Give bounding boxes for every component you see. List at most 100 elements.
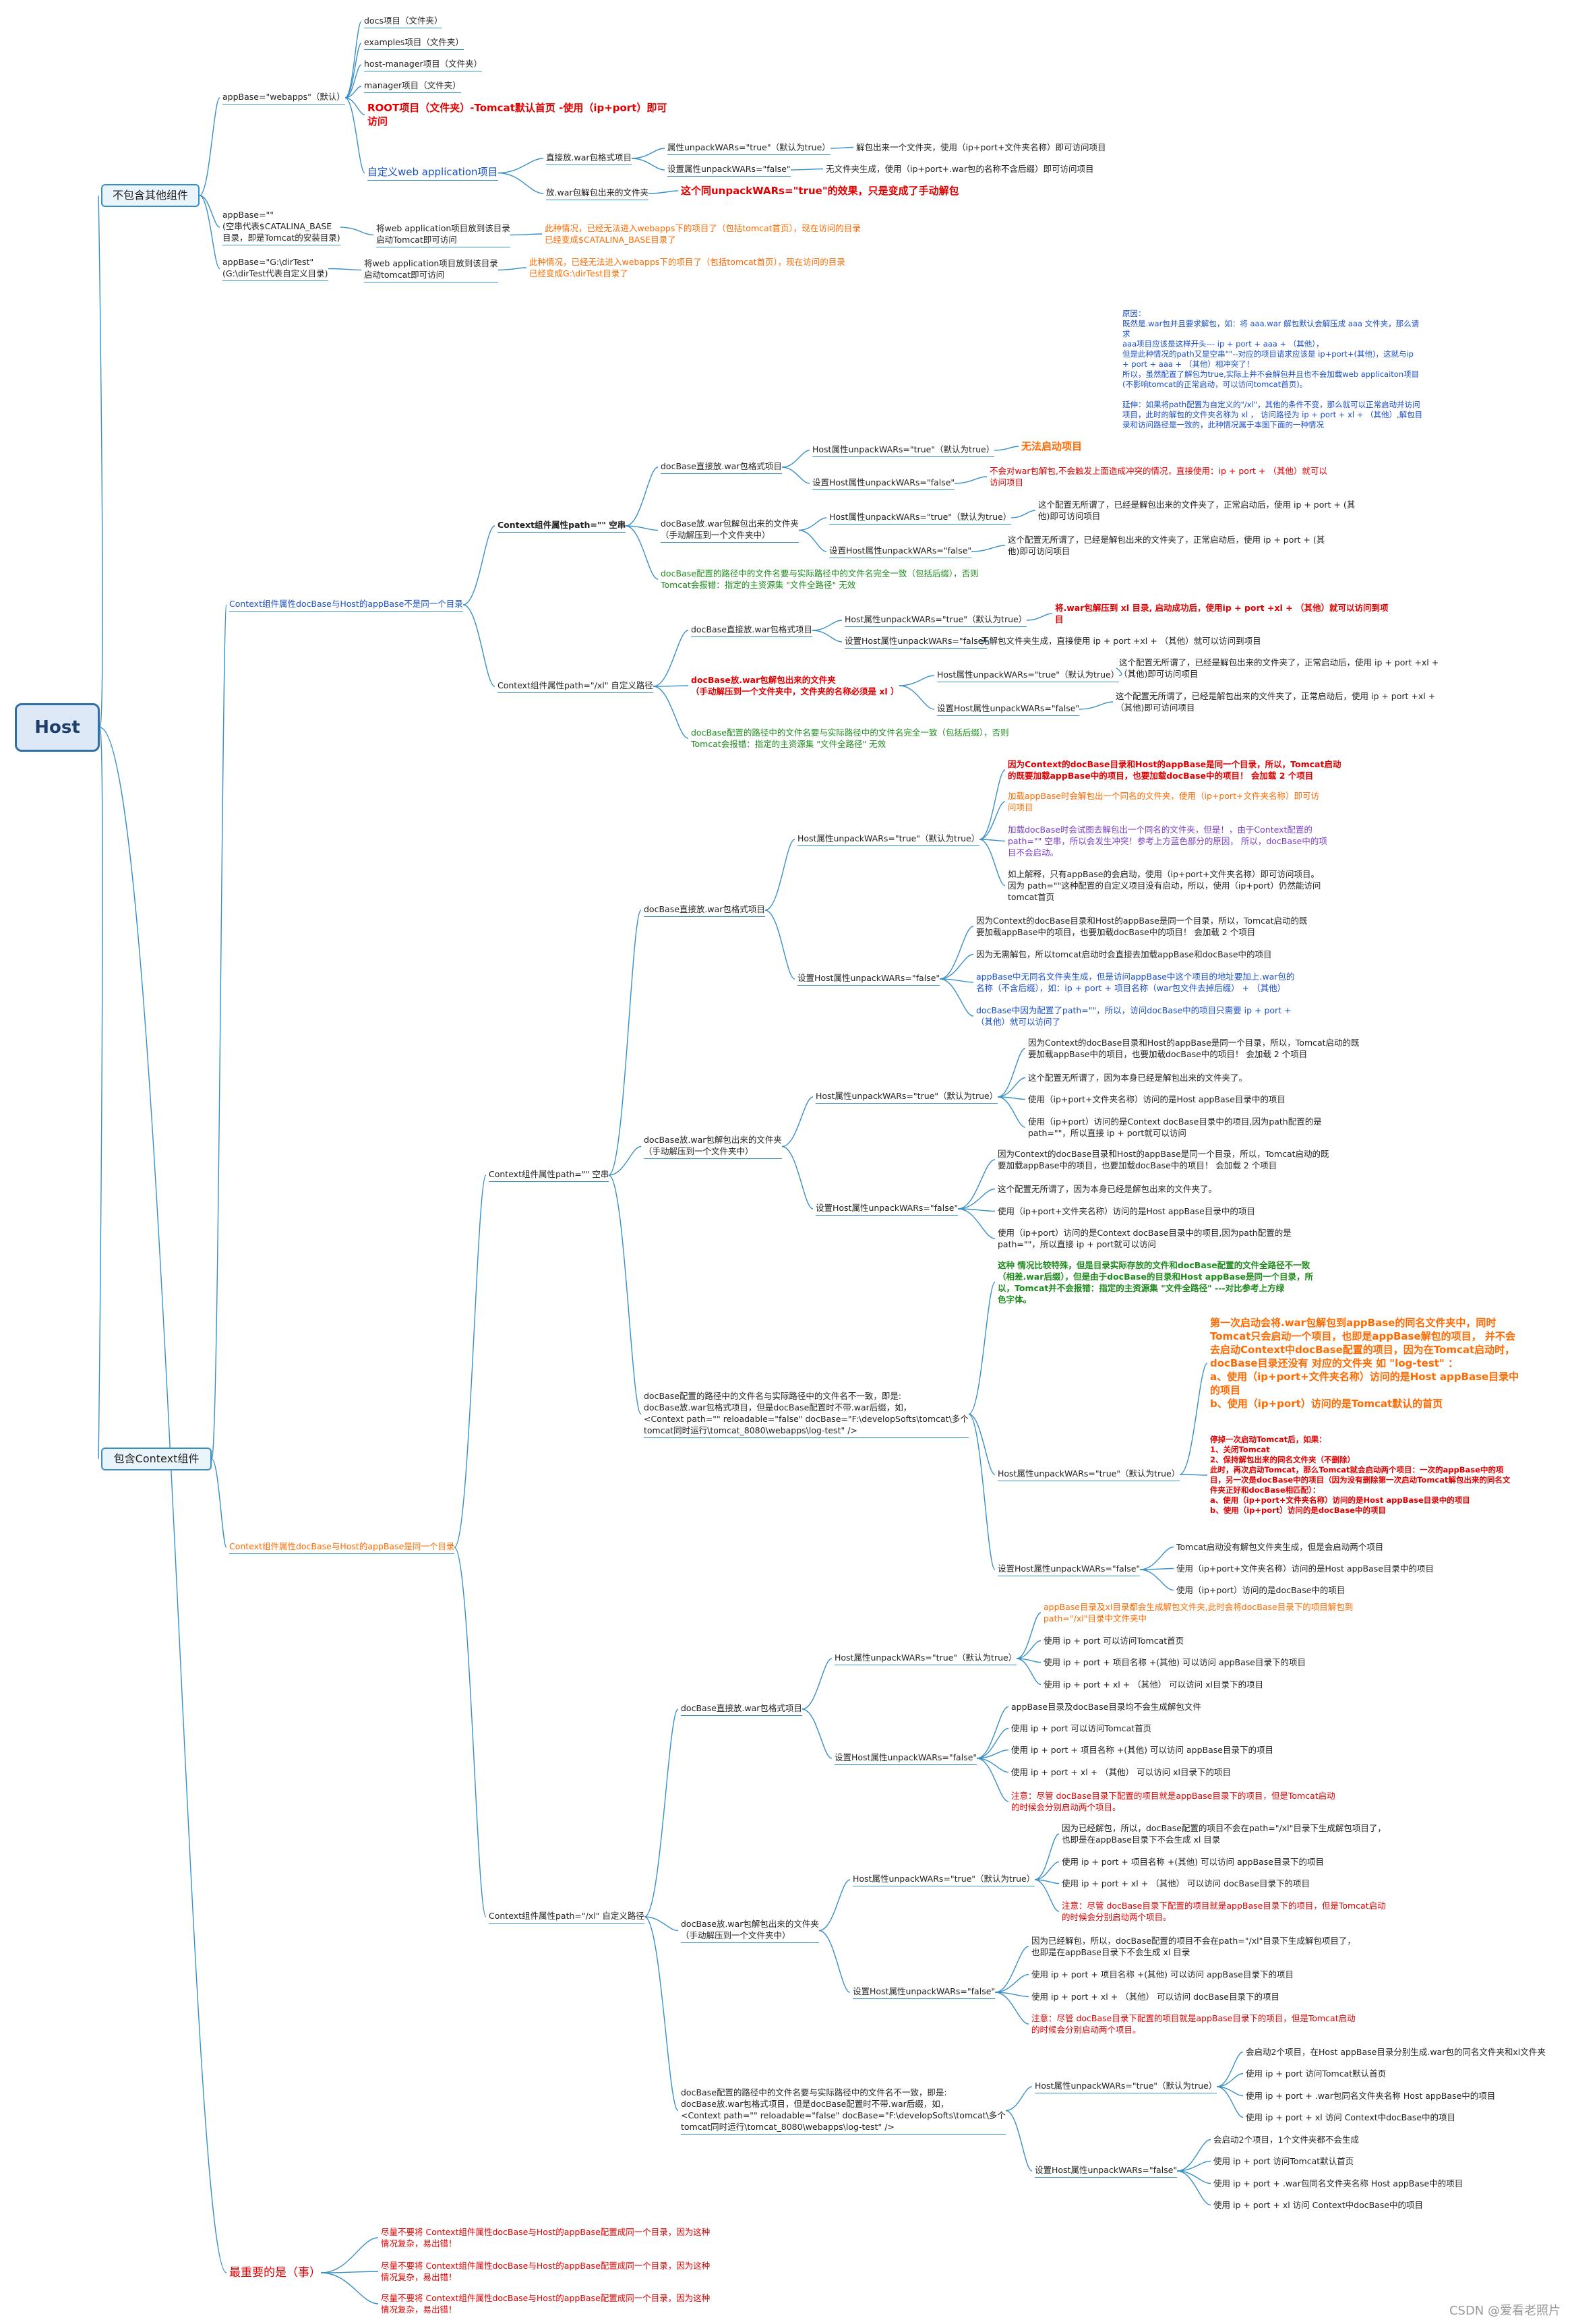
connector-s2-true-n4 [997, 1096, 1026, 1128]
connector-s2-true-n1 [997, 1048, 1026, 1098]
connector-x3-false-n3 [1176, 2170, 1211, 2184]
d1-docbase-war[interactable]: docBase直接放.war包格式项目 [661, 460, 782, 474]
connector-x3-false-n1 [1176, 2139, 1211, 2172]
d1-false-result: 不会对war包解包,不会触发上面造成冲突的情况，直接使用：ip + port +… [990, 466, 1327, 487]
s2-true-n3: 使用（ip+port+文件夹名称）访问的是Host appBase目录中的项目 [1028, 1094, 1286, 1104]
x1-true-n4: 使用 ip + port + xl + （其他） 可以访问 xl目录下的项目 [1044, 1679, 1263, 1690]
path-xl-diff[interactable]: Context组件属性path="/xl" 自定义路径 [497, 680, 653, 693]
s3-false[interactable]: 设置Host属性unpackWARs="false" [998, 1563, 1141, 1576]
connector-custom-webapp [344, 97, 365, 174]
appbase-g[interactable]: appBase="G:\dirTest" (G:\dirTest代表自定义目录) [222, 256, 328, 281]
d1-dir-true[interactable]: Host属性unpackWARs="true"（默认为true） [829, 511, 1012, 525]
s2-dir[interactable]: docBase放.war包解包出来的文件夹 （手动解压到一个文件夹中） [644, 1134, 782, 1159]
appbase-empty-put: 将web application项目放到该目录 启动Tomcat即可访问 [376, 222, 510, 247]
connector-d2-true [812, 620, 843, 631]
x2-false-n2: 使用 ip + port + 项目名称 +(其他) 可以访问 appBase目录… [1031, 1969, 1294, 1979]
x2-dir[interactable]: docBase放.war包解包出来的文件夹 （手动解压到一个文件夹中） [681, 1918, 819, 1943]
s2-true[interactable]: Host属性unpackWARs="true"（默认为true） [816, 1090, 998, 1104]
d1-true[interactable]: Host属性unpackWARs="true"（默认为true） [812, 444, 995, 457]
same-dir[interactable]: Context组件属性docBase与Host的appBase是同一个目录 [229, 1541, 455, 1554]
connector-important-item-2 [320, 2271, 379, 2273]
connector-unpack-true-desc [830, 146, 854, 149]
branch-with-context[interactable]: 包含Context组件 [101, 1448, 212, 1470]
root-node-host[interactable]: Host [15, 703, 100, 752]
connector-x3-false-n2 [1176, 2160, 1211, 2172]
x3-true-n1: 会启动2个项目，在Host appBase目录分别生成.war包的同名文件夹和x… [1246, 2047, 1546, 2057]
x1-true[interactable]: Host属性unpackWARs="true"（默认为true） [835, 1652, 1017, 1665]
connector-d1-docbase-war [625, 467, 659, 527]
connector-x2-false-n4 [994, 1992, 1029, 2025]
x1-war[interactable]: docBase直接放.war包格式项目 [681, 1702, 802, 1716]
d2-dir-true-r: 这个配置无所谓了，已经是解包出来的文件夹了，正常启动后，使用 ip + port… [1119, 657, 1439, 679]
x3-true[interactable]: Host属性unpackWARs="true"（默认为true） [1035, 2080, 1217, 2093]
d1-false[interactable]: 设置Host属性unpackWARs="false" [812, 477, 955, 490]
d1-true-result: 无法启动项目 [1021, 440, 1083, 452]
connector-x3-true-n2 [1216, 2073, 1244, 2087]
x2-false[interactable]: 设置Host属性unpackWARs="false" [853, 1986, 996, 1999]
put-unpacked[interactable]: 放.war包解包出来的文件夹 [546, 187, 648, 200]
connector-s1-true-n4 [979, 839, 1006, 887]
appbase-empty[interactable]: appBase="" (空串代表$CATALINA_BASE 目录，即是Tomc… [222, 209, 340, 245]
path-xl-same[interactable]: Context组件属性path="/xl" 自定义路径 [489, 1910, 644, 1924]
unpack-false[interactable]: 设置属性unpackWARs="false" [667, 163, 791, 177]
unpack-false-desc: 无文件夹生成，使用（ip+port+.war包的名称不含后缀）即可访问项目 [826, 164, 1094, 174]
d2-false-r: 无解包文件夹生成，直接使用 ip + port +xl + （其他）就可以访问到… [981, 636, 1261, 646]
x2-false-n1: 因为已经解包，所以，docBase配置的项目不会在path="/xl"目录下生成… [1031, 1936, 1356, 1957]
connector-x1-false-n3 [976, 1749, 1009, 1759]
connector-d1-note [625, 525, 659, 580]
direct-war[interactable]: 直接放.war包格式项目 [546, 152, 632, 165]
path-empty-same[interactable]: Context组件属性path="" 空串 [489, 1168, 609, 1182]
branch-no-context[interactable]: 不包含其他组件 [101, 184, 200, 207]
connector-d2-dir-false-r [1079, 701, 1114, 710]
x1-false-n1: appBase目录及docBase目录均不会生成解包文件 [1011, 1702, 1201, 1712]
connector-appbase-g [199, 195, 220, 270]
connector-branch-no-context [98, 195, 103, 728]
d2-docbase-war[interactable]: docBase直接放.war包格式项目 [691, 624, 812, 637]
custom-webapp[interactable]: 自定义web application项目 [367, 165, 498, 181]
d2-dir-false[interactable]: 设置Host属性unpackWARs="false" [937, 703, 1080, 716]
connector-x3-false [1005, 2110, 1033, 2172]
s1-false[interactable]: 设置Host属性unpackWARs="false" [797, 972, 940, 986]
s3-diffname[interactable]: docBase配置的路径中的文件名与实际路径中的文件名不一致，即是: docBa… [644, 1390, 969, 1438]
d2-docbase-dir[interactable]: docBase放.war包解包出来的文件夹 （手动解压到一个文件夹中，文件夹的名… [691, 675, 899, 696]
branch-important[interactable]: 最重要的是（事） [229, 2266, 321, 2280]
connector-x2-false [818, 1930, 851, 1993]
connector-x1-war [644, 1708, 679, 1917]
connector-s2-dir [608, 1145, 642, 1176]
d2-false[interactable]: 设置Host属性unpackWARs="false" [845, 635, 988, 649]
x1-false[interactable]: 设置Host属性unpackWARs="false" [835, 1752, 977, 1765]
connector-s1-false-n2 [939, 953, 974, 980]
connector-x2-true-n4 [1034, 1879, 1060, 1912]
d1-docbase-dir[interactable]: docBase放.war包解包出来的文件夹 （手动解压到一个文件夹中） [661, 518, 799, 543]
s1-war[interactable]: docBase直接放.war包格式项目 [644, 903, 765, 917]
appbase-webapps[interactable]: appBase="webapps"（默认） [222, 91, 345, 105]
s3-true[interactable]: Host属性unpackWARs="true"（默认为true） [998, 1468, 1180, 1481]
s1-true[interactable]: Host属性unpackWARs="true"（默认为true） [797, 833, 980, 846]
x1-true-n3: 使用 ip + port + 项目名称 +(其他) 可以访问 appBase目录… [1044, 1657, 1306, 1667]
connector-x3-true [1005, 2086, 1033, 2112]
d2-true[interactable]: Host属性unpackWARs="true"（默认为true） [845, 614, 1027, 627]
connector-d2-dir-true [899, 675, 935, 686]
d1-dir-false[interactable]: 设置Host属性unpackWARs="false" [829, 545, 972, 558]
important-item-1: 尽量不要将 Context组件属性docBase与Host的appBase配置成… [381, 2227, 711, 2248]
connector-d1-true-result [994, 446, 1019, 451]
examples-item: examples项目（文件夹） [364, 36, 464, 50]
connector-s1-war [608, 910, 642, 1176]
x3-false[interactable]: 设置Host属性unpackWARs="false" [1035, 2164, 1178, 2178]
x2-true[interactable]: Host属性unpackWARs="true"（默认为true） [853, 1873, 1035, 1886]
path-empty-diff[interactable]: Context组件属性path="" 空串 [497, 519, 626, 533]
s1-false-n4: docBase中因为配置了path=""，所以，访问docBase中的项目只需要… [976, 1005, 1292, 1027]
unpack-true[interactable]: 属性unpackWARs="true"（默认为true） [667, 142, 831, 155]
x3-diffname[interactable]: docBase配置的路径中的文件名要与实际路径中的文件名不一致，即是: docB… [681, 2087, 1006, 2135]
s2-false-n4: 使用（ip+port）访问的是Context docBase目录中的项目,因为p… [998, 1228, 1292, 1249]
s2-false[interactable]: 设置Host属性unpackWARs="false" [816, 1202, 959, 1216]
reason-note: 原因： 既然是.war包并且要求解包，如：将 aaa.war 解包默认会解压成 … [1122, 309, 1423, 429]
connector-branch-with-context [98, 727, 103, 1460]
x3-true-n3: 使用 ip + port + .war包同名文件夹名称 Host appBase… [1246, 2091, 1496, 2101]
diff-dir[interactable]: Context组件属性docBase与Host的appBase不是同一个目录 [229, 598, 463, 612]
d2-dir-true[interactable]: Host属性unpackWARs="true"（默认为true） [937, 669, 1120, 682]
x1-true-n2: 使用 ip + port 可以访问Tomcat首页 [1044, 1636, 1184, 1646]
connector-x1-true-n1 [1016, 1612, 1041, 1659]
manager-item: manager项目（文件夹） [364, 80, 461, 93]
connector-host-manager-item [344, 64, 362, 98]
